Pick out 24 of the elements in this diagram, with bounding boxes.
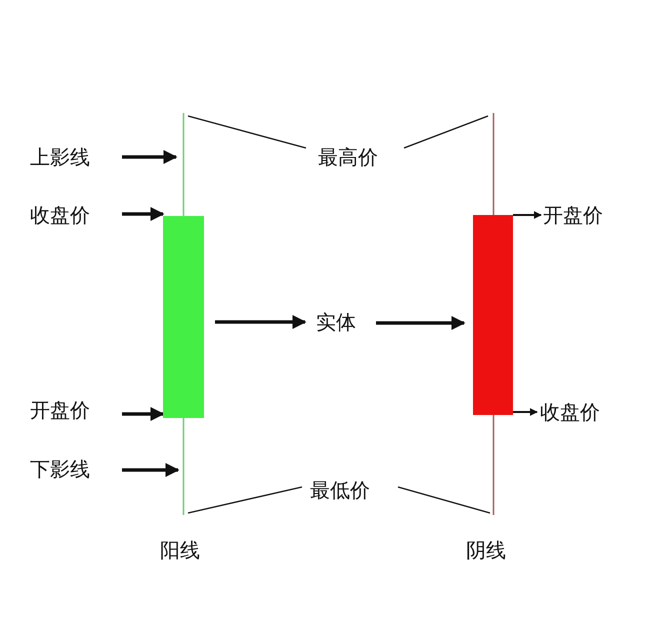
price-label: 上影线 bbox=[30, 145, 90, 169]
arrow bbox=[122, 207, 164, 221]
arrow bbox=[215, 315, 306, 329]
arrow bbox=[122, 150, 178, 164]
arrow bbox=[513, 408, 538, 416]
price-label: 开盘价 bbox=[543, 203, 603, 227]
candle-type-label: 阴线 bbox=[466, 538, 506, 562]
leader-line bbox=[188, 486, 302, 514]
leader-line bbox=[188, 115, 306, 149]
price-label: 最高价 bbox=[318, 145, 378, 169]
candlestick-drawing bbox=[160, 113, 207, 515]
price-label: 实体 bbox=[316, 310, 356, 334]
arrow bbox=[122, 463, 180, 477]
price-label: 最低价 bbox=[310, 478, 370, 502]
arrow bbox=[513, 211, 542, 219]
leader-line bbox=[398, 486, 490, 514]
price-label: 收盘价 bbox=[540, 400, 600, 424]
arrow bbox=[376, 316, 466, 330]
candle-type-label: 阳线 bbox=[160, 538, 200, 562]
price-label: 开盘价 bbox=[30, 398, 90, 422]
price-label: 下影线 bbox=[30, 457, 90, 481]
leader-line bbox=[404, 115, 488, 149]
arrow bbox=[122, 407, 164, 421]
price-label: 收盘价 bbox=[30, 203, 90, 227]
